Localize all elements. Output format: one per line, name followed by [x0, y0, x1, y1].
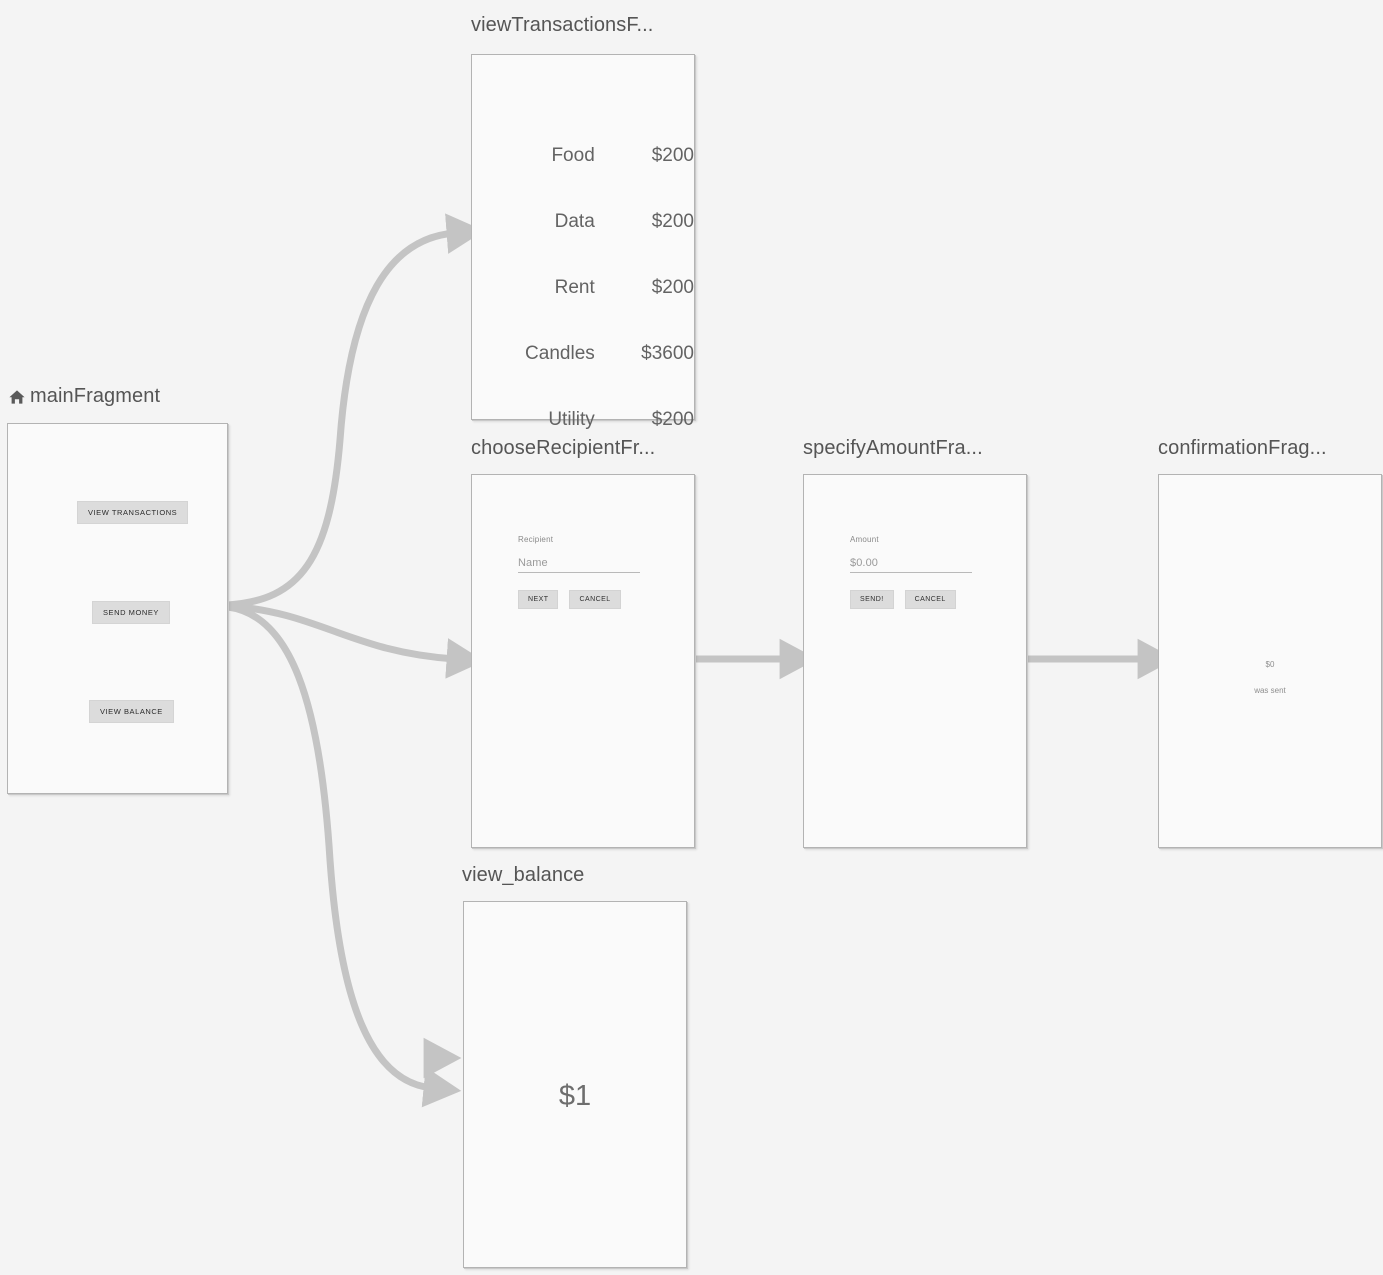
destination-label-view-balance[interactable]: view_balance [462, 864, 585, 886]
cancel-button[interactable]: CANCEL [569, 590, 621, 609]
amount-input[interactable]: $0.00 [850, 557, 972, 573]
amount-form: Amount $0.00 SEND! CANCEL [850, 535, 972, 609]
destination-label-specify-amount[interactable]: specifyAmountFra... [803, 437, 983, 459]
destination-label-choose-recipient[interactable]: chooseRecipientFr... [471, 437, 656, 459]
destination-confirmation[interactable]: $0 was sent [1158, 474, 1382, 848]
view-balance-button[interactable]: VIEW BALANCE [89, 700, 174, 723]
confirmation-amount: $0 [1265, 660, 1275, 669]
destination-label-main[interactable]: mainFragment [8, 385, 160, 408]
action-main-to-view-transactions [227, 213, 485, 609]
action-main-to-choose-recipient [227, 602, 485, 679]
table-row: Data $200 [472, 211, 694, 233]
transaction-amount: $200 [651, 277, 694, 298]
table-row: Utility $200 [472, 409, 694, 431]
table-row: Candles $3600 [472, 343, 694, 365]
view-transactions-button[interactable]: VIEW TRANSACTIONS [77, 501, 189, 524]
send-money-button[interactable]: SEND MONEY [92, 601, 170, 624]
transaction-name: Utility [548, 409, 595, 430]
transaction-name: Rent [554, 277, 595, 298]
destination-label-view-transactions[interactable]: viewTransactionsF... [471, 14, 654, 36]
destination-choose-recipient[interactable]: Recipient Name NEXT CANCEL [471, 474, 695, 848]
home-icon [8, 388, 26, 406]
destination-specify-amount[interactable]: Amount $0.00 SEND! CANCEL [803, 474, 1027, 848]
transaction-amount: $3600 [641, 343, 694, 364]
transaction-name: Data [554, 211, 595, 232]
transaction-amount: $200 [651, 409, 694, 430]
destination-view-balance[interactable]: $1 [463, 901, 687, 1268]
destination-label-confirmation[interactable]: confirmationFrag... [1158, 437, 1327, 459]
destination-view-transactions[interactable]: Food $200 Data $200 Rent $200 Candles $3… [471, 54, 695, 430]
balance-amount: $1 [558, 1080, 592, 1112]
transaction-amount: $200 [651, 211, 694, 232]
recipient-field-label: Recipient [518, 535, 554, 544]
confirmation-message: was sent [1254, 686, 1286, 695]
destination-label-text: mainFragment [30, 385, 161, 407]
table-row: Food $200 [472, 145, 694, 167]
transaction-name: Candles [525, 343, 595, 364]
cancel-button[interactable]: CANCEL [904, 590, 956, 609]
transaction-name: Food [551, 145, 595, 166]
destination-main[interactable]: VIEW TRANSACTIONS SEND MONEY VIEW BALANC… [7, 423, 228, 794]
transaction-amount: $200 [651, 145, 694, 166]
send-button[interactable]: SEND! [850, 590, 894, 609]
table-row: Rent $200 [472, 277, 694, 299]
next-button[interactable]: NEXT [518, 590, 559, 609]
recipient-name-input[interactable]: Name [518, 557, 640, 573]
amount-field-label: Amount [850, 535, 879, 544]
recipient-form: Recipient Name NEXT CANCEL [518, 535, 640, 609]
action-main-to-view-balance [227, 603, 462, 1108]
